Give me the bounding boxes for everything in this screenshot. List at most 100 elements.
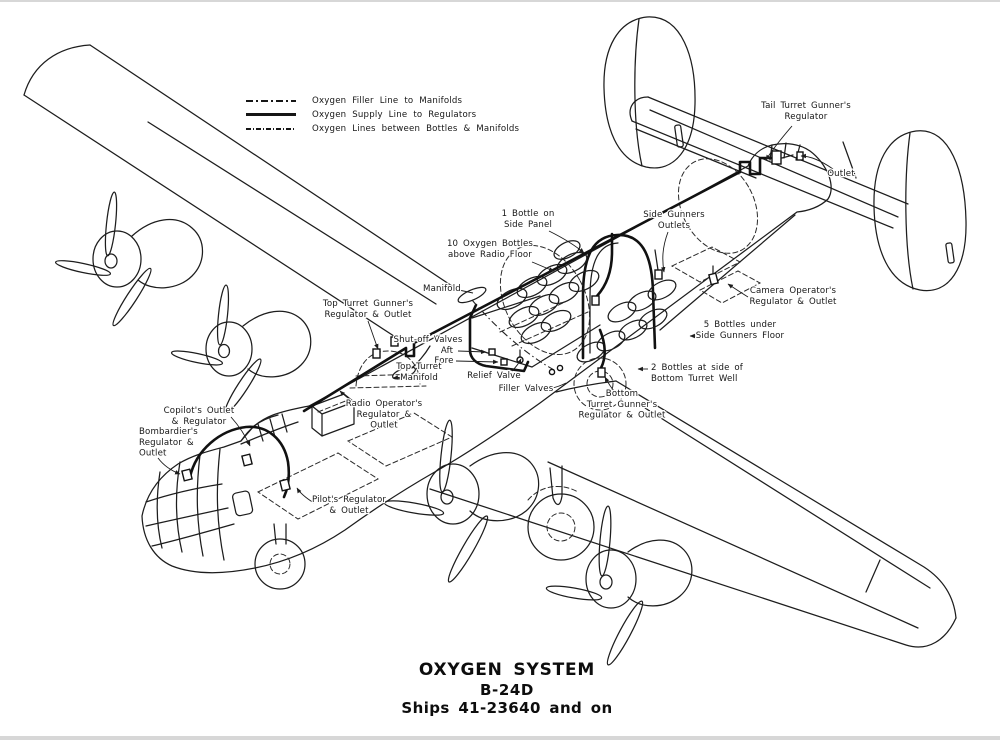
- propeller-blade: [170, 350, 224, 366]
- legend-dashdot-line-sample: [246, 99, 296, 102]
- main-supply-run: [302, 170, 742, 413]
- label-manifold: Manifold: [423, 284, 461, 294]
- pilot-regulator-fitting: [279, 478, 291, 492]
- main-manifold: [457, 286, 487, 304]
- shutoff-valve-fore: [500, 358, 508, 366]
- bulkhead-arch: [581, 233, 657, 360]
- propeller-blade: [216, 284, 230, 346]
- top-turret-regulator-fitting: [372, 348, 381, 359]
- label-tail-outlet: Outlet: [827, 169, 855, 179]
- tail-supply-zigzag: [738, 156, 773, 176]
- legend-row-supply-line: Oxygen Supply Line to Regulators: [246, 109, 519, 120]
- legend-row-bottle-line: Oxygen Lines between Bottles & Manifolds: [246, 123, 520, 134]
- oxygen-filler-line: [471, 299, 557, 372]
- right-vertical-fin: [873, 130, 967, 292]
- copilot-outlet-fitting: [241, 453, 253, 467]
- side-window: [232, 490, 254, 517]
- label-aft: Aft: [441, 346, 454, 356]
- label-pilots-regulator: Pilot's Regulator& Outlet: [312, 495, 386, 516]
- cockpit-supply-loop: [188, 425, 291, 499]
- left-wing: [23, 44, 453, 341]
- diagram-title: OXYGEN SYSTEM: [418, 660, 596, 680]
- label-copilots-outlet: Copilot's Outlet& Regulator: [164, 406, 235, 427]
- fittings: [181, 150, 804, 492]
- propeller-blade: [224, 358, 262, 414]
- legend-dashed-line-sample: [246, 127, 296, 130]
- ships-applicability: Ships 41-23640 and on: [401, 699, 613, 718]
- bottles-under-side-gunners-floor: [607, 279, 677, 341]
- legend: Oxygen Filler Line to Manifolds Oxygen S…: [246, 95, 520, 134]
- fuselage: [141, 143, 832, 574]
- fuselage-outline: [141, 143, 832, 574]
- side-gunner-outlet-fitting: [591, 295, 600, 306]
- legend-label: Oxygen Supply Line to Regulators: [312, 109, 477, 120]
- scan-edge-top: [0, 0, 1000, 2]
- label-fore: Fore: [434, 356, 453, 366]
- engines: [54, 191, 693, 666]
- filler-valve-fitting: [548, 368, 556, 376]
- oxygen-supply-line: [188, 156, 773, 499]
- propeller-blade: [104, 191, 118, 257]
- landing-gear: [254, 465, 595, 590]
- propeller-blade: [54, 260, 112, 276]
- legend-label: Oxygen Filler Line to Manifolds: [312, 95, 463, 106]
- nose-glazing: [145, 448, 235, 561]
- label-shut-off-valves: Shut-off Valves: [394, 335, 463, 345]
- engine-right-inboard: [383, 419, 540, 583]
- engine-left-outboard: [54, 191, 204, 327]
- leader-lines: [157, 125, 834, 504]
- main-wheel: [527, 493, 595, 561]
- right-fin-rudder-line: [905, 132, 914, 290]
- legend-solid-line-sample: [246, 113, 296, 116]
- propeller-blade: [112, 267, 152, 327]
- side-gunner-drop: [595, 232, 614, 298]
- legend-row-filler-line: Oxygen Filler Line to Manifolds: [246, 95, 519, 106]
- propeller-blade: [598, 505, 612, 577]
- bombardier-regulator-fitting: [181, 468, 193, 482]
- cockpit-canopy: [240, 413, 299, 445]
- propeller-blade: [606, 600, 644, 666]
- left-fin-rudder-line: [634, 18, 643, 167]
- propeller-blade: [383, 500, 445, 516]
- label-relief-valve: Relief Valve: [467, 371, 521, 381]
- engine-right-outboard: [545, 505, 693, 666]
- title-block: OXYGEN SYSTEM B-24D Ships 41-23640 and o…: [0, 660, 1000, 717]
- left-vertical-fin: [603, 16, 696, 169]
- aircraft-model: B-24D: [480, 680, 534, 699]
- bottom-turret-drop: [598, 328, 606, 370]
- aft-section-ring: [677, 158, 759, 254]
- tail-turret-regulator-fitting: [771, 150, 782, 165]
- oxygen-bottles: [391, 240, 677, 380]
- bottom-turret-fitting: [597, 367, 606, 378]
- propeller-blade: [439, 419, 453, 493]
- stabilizer-leading-edge: [631, 120, 894, 229]
- bottom-turret-well: [573, 357, 627, 411]
- bottle-side-panel: [553, 240, 581, 260]
- label-filler-valves: Filler Valves: [499, 384, 554, 394]
- camera-operator-fitting: [708, 272, 719, 286]
- engine-left-inboard: [170, 284, 312, 414]
- legend-label: Oxygen Lines between Bottles & Manifolds: [312, 123, 520, 134]
- tail-group: [603, 16, 967, 292]
- nose-wheel: [254, 538, 306, 590]
- propeller-blade: [545, 585, 603, 601]
- bottles-above-radio-floor: [496, 251, 600, 345]
- right-wing: [429, 380, 957, 648]
- propeller-blade: [447, 515, 489, 583]
- shutoff-valve-aft: [488, 348, 496, 356]
